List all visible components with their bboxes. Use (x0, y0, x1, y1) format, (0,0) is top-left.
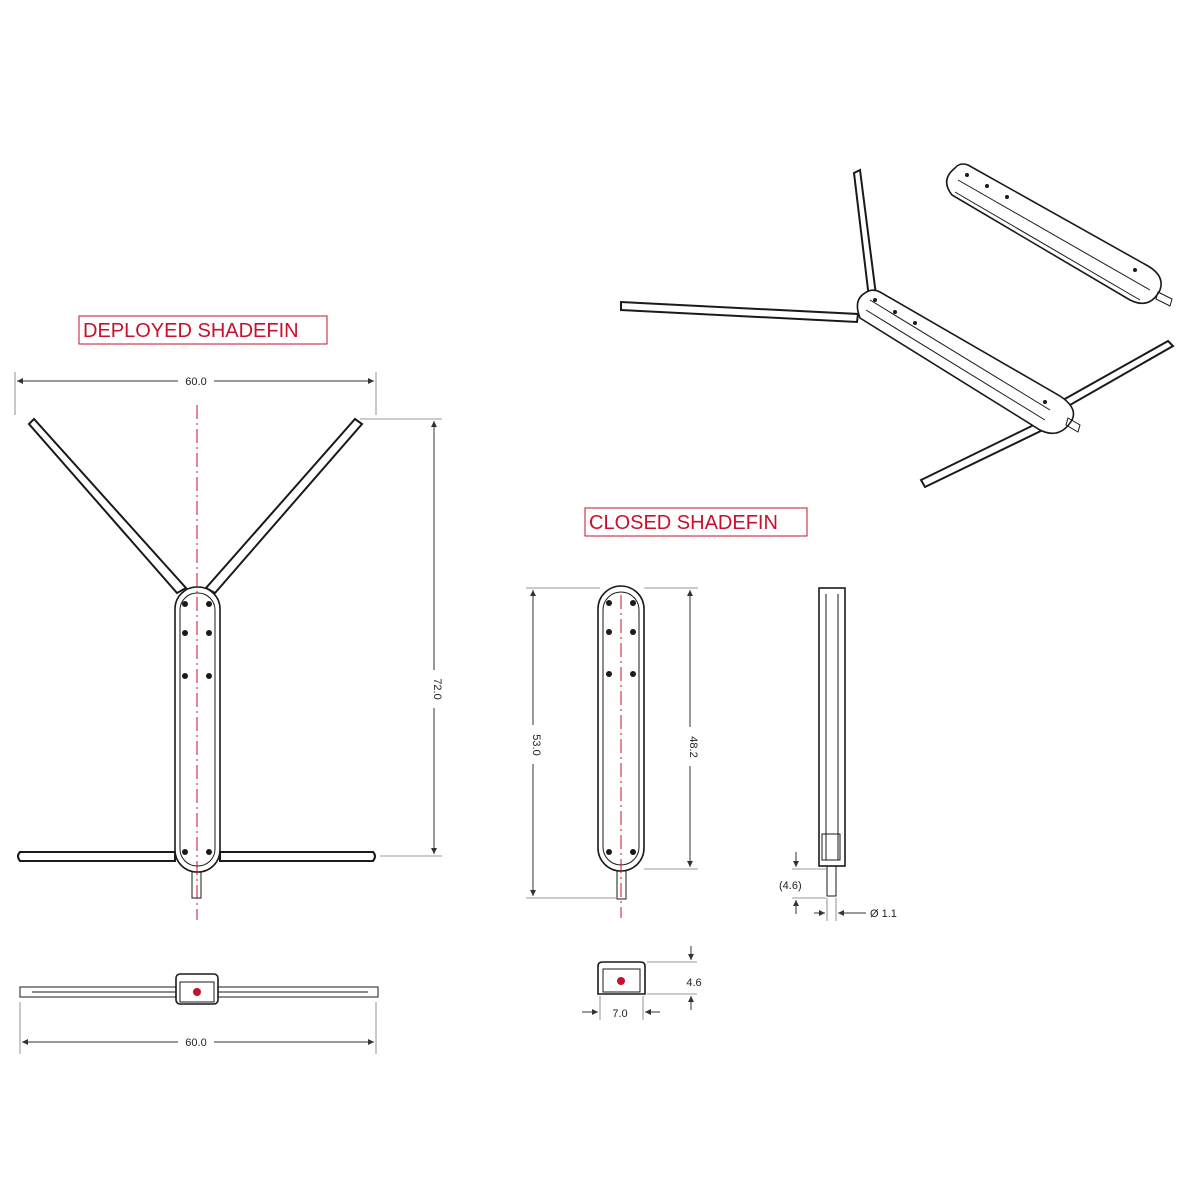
closed-overall-length-dimension: 53.0 (526, 587, 616, 899)
pin-diameter-dimension: Ø 1.1 (814, 898, 897, 921)
svg-text:48.2: 48.2 (687, 736, 699, 757)
svg-text:CLOSED SHADEFIN: CLOSED SHADEFIN (589, 512, 778, 534)
svg-text:60.0: 60.0 (185, 1037, 206, 1049)
svg-text:7.0: 7.0 (612, 1008, 627, 1020)
deployed-bottom-view (19, 973, 379, 1005)
closed-body-length-dimension: 48.2 (644, 587, 699, 870)
svg-text:53.0: 53.0 (530, 734, 542, 755)
deployed-bottom-width-dimension: 60.0 (19, 1002, 377, 1054)
svg-text:72.0: 72.0 (431, 678, 443, 699)
deployed-title: DEPLOYED SHADEFIN (78, 315, 328, 345)
deployed-width-dimension: 60.0 (14, 372, 377, 415)
svg-text:60.0: 60.0 (185, 376, 206, 388)
svg-text:(4.6): (4.6) (779, 880, 802, 892)
closed-side-view (818, 587, 846, 897)
svg-text:4.6: 4.6 (686, 977, 701, 989)
isometric-closed-view (945, 163, 1173, 307)
svg-text:Ø 1.1: Ø 1.1 (870, 908, 897, 920)
end-width-dimension: 7.0 (582, 996, 660, 1020)
deployed-height-dimension: 72.0 (360, 418, 443, 857)
closed-end-view (597, 961, 646, 995)
end-height-dimension: 4.6 (647, 946, 702, 1010)
svg-text:DEPLOYED SHADEFIN: DEPLOYED SHADEFIN (83, 320, 299, 342)
side-offset-dimension: (4.6) (779, 852, 826, 914)
closed-title: CLOSED SHADEFIN (584, 507, 808, 537)
isometric-deployed-view (620, 168, 1175, 489)
